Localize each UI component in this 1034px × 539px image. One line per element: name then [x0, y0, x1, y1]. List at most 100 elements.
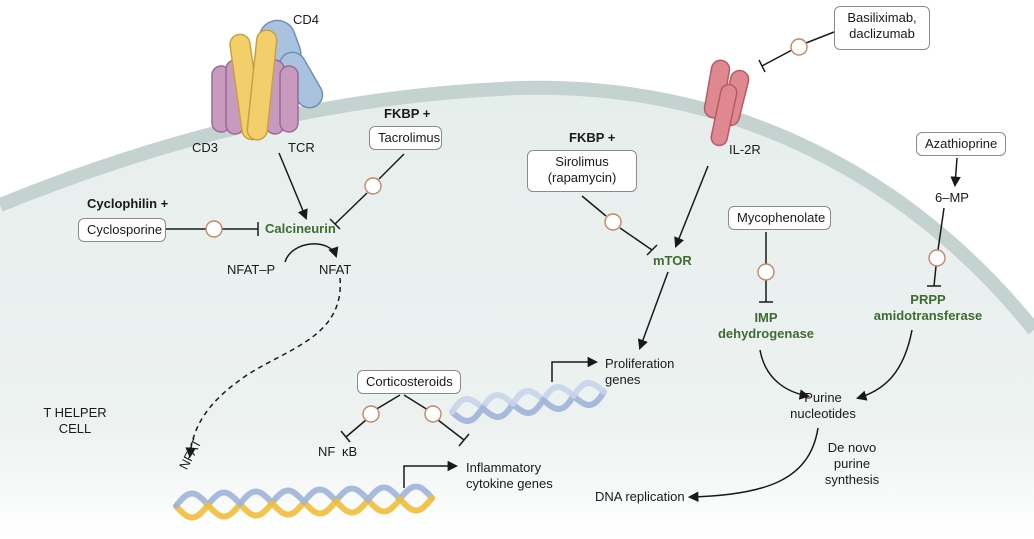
- il2r-receptor: [703, 59, 750, 147]
- tcr-label: TCR: [288, 140, 315, 155]
- corticosteroids-box: Corticosteroids: [357, 370, 461, 394]
- nuclear-dna-strand-a: [333, 485, 371, 504]
- nuclear-dna-helix: [173, 483, 435, 521]
- nuclear-dna-strand-b: [269, 499, 307, 518]
- denovo-line3: synthesis: [824, 472, 880, 487]
- nuclear-dna-strand-b: [365, 484, 403, 503]
- proliferation-dna-strand-b: [509, 387, 547, 407]
- tcr-beta-chain: [246, 29, 278, 141]
- proliferation-dna-helix: [449, 379, 607, 425]
- cd3-label: CD3: [192, 140, 219, 155]
- imp-to-purine-arrow: [759, 349, 811, 400]
- proliferation-dna-strand-b: [540, 393, 577, 413]
- cell-title: T HELPER CELL: [38, 405, 112, 437]
- cd4-label: CD4: [293, 12, 320, 27]
- nf-label: NF: [318, 444, 336, 459]
- sirolimus-line2: (rapamycin): [547, 170, 617, 185]
- nuclear-dna-strand-a: [301, 498, 339, 517]
- tacrolimus-box: Tacrolimus: [369, 126, 442, 150]
- nuclear-dna-strand-a: [237, 500, 275, 519]
- nuclear-dna-strand-b: [397, 495, 435, 514]
- corticosteroids-branch-right: [403, 394, 429, 411]
- tcr-to-calcineurin-arrow: [278, 152, 308, 220]
- purine-line1: Purine: [804, 390, 842, 405]
- nfat-label: NFAT: [319, 262, 352, 277]
- mtor-to-proliferation-arrow: [637, 271, 669, 350]
- imp-line1: IMP: [754, 310, 778, 325]
- proliferation-line2: genes: [605, 372, 641, 387]
- imp-dehydrogenase-label: IMP dehydrogenase: [708, 310, 824, 342]
- proliferation-dna-strand-a: [509, 397, 547, 417]
- sirolimus-line1: Sirolimus: [555, 154, 609, 169]
- sirolimus-box: Sirolimus (rapamycin): [527, 150, 637, 192]
- denovo-line1: De novo: [827, 440, 877, 455]
- proliferation-genes-label: Proliferation genes: [605, 356, 674, 388]
- nuclear-dna-strand-b: [205, 501, 243, 520]
- corticosteroids-branch-left: [374, 394, 401, 411]
- tacrolimus-binding-circle: [364, 177, 382, 195]
- mtor-label: mTOR: [653, 253, 692, 268]
- cell-membrane: [0, 80, 1034, 335]
- 6mp-binding-circle: [928, 249, 946, 267]
- tacrolimus-line: [378, 153, 405, 180]
- basiliximab-line1: Basiliximab,: [847, 10, 917, 25]
- proliferation-dna-strand-b: [449, 395, 486, 415]
- fkbp-label-sirolimus: FKBP +: [569, 130, 616, 145]
- purine-line2: nucleotides: [790, 406, 856, 421]
- sirolimus-binding-circle: [604, 213, 622, 231]
- nuclear-dna-strand-a: [269, 487, 307, 506]
- 6mp-line: [937, 207, 945, 251]
- de-novo-label: De novo purine synthesis: [812, 440, 892, 488]
- denovo-line2: purine: [833, 456, 871, 471]
- cyclosporine-box: Cyclosporine: [78, 218, 166, 242]
- inflammatory-line2: cytokine genes: [466, 476, 553, 491]
- proliferation-gene-arrow: [551, 356, 599, 382]
- basiliximab-box: Basiliximab, daclizumab: [834, 6, 930, 50]
- nuclear-dna-strand-b: [237, 488, 275, 507]
- proliferation-dna-strand-a: [570, 389, 607, 409]
- sirolimus-line: [581, 195, 607, 217]
- proliferation-dna-strand-a: [479, 391, 516, 411]
- proliferation-dna-strand-a: [540, 383, 577, 403]
- dna-replication-label: DNA replication: [595, 489, 685, 504]
- cyclosporine-binding-circle: [205, 220, 223, 238]
- inflammatory-genes-label: Inflammatory cytokine genes: [466, 460, 553, 492]
- il2r-label: IL-2R: [729, 142, 761, 157]
- nuclear-dna-strand-a: [205, 489, 243, 508]
- corticosteroids-binding-circle-right: [424, 405, 442, 423]
- dephosphorylation-arrow: [284, 243, 339, 263]
- basiliximab-binding-circle: [790, 38, 808, 56]
- nuclear-dna-strand-a: [365, 496, 403, 515]
- proliferation-dna-strand-b: [479, 401, 516, 421]
- cell-title-line2: CELL: [58, 421, 92, 436]
- nuclear-dna-strand-b: [173, 490, 211, 509]
- prpp-line2: amidotransferase: [873, 308, 983, 323]
- basiliximab-line2: daclizumab: [849, 26, 915, 41]
- azathioprine-to-6mp-arrow: [950, 157, 961, 188]
- nfat-p-label: NFAT–P: [227, 262, 276, 277]
- cell-title-line1: T HELPER: [43, 405, 107, 420]
- prpp-to-purine-arrow: [855, 329, 913, 401]
- proliferation-line1: Proliferation: [605, 356, 675, 371]
- azathioprine-box: Azathioprine: [916, 132, 1006, 156]
- prpp-line1: PRPP: [910, 292, 946, 307]
- basiliximab-line: [805, 31, 835, 44]
- nfat-translocation-arrow: [185, 277, 341, 459]
- purine-to-dna-arrow: [687, 427, 819, 503]
- purine-nucleotides-label: Purine nucleotides: [778, 390, 868, 422]
- tcr-complex: [211, 19, 324, 141]
- imp-line2: dehydrogenase: [717, 326, 815, 341]
- proliferation-dna-strand-b: [570, 379, 607, 399]
- 6mp-label: 6–MP: [935, 190, 969, 205]
- prpp-label: PRPP amidotransferase: [866, 292, 990, 324]
- kb-label: κB: [342, 444, 358, 459]
- nuclear-dna-strand-b: [301, 486, 339, 505]
- corticosteroids-binding-circle-left: [362, 405, 380, 423]
- inflammatory-gene-arrow: [403, 460, 459, 488]
- fkbp-label-tacrolimus: FKBP +: [384, 106, 431, 121]
- mycophenolate-binding-circle: [757, 263, 775, 281]
- proliferation-dna-strand-a: [449, 405, 486, 425]
- nuclear-dna-strand-a: [173, 502, 211, 521]
- inflammatory-line1: Inflammatory: [466, 460, 542, 475]
